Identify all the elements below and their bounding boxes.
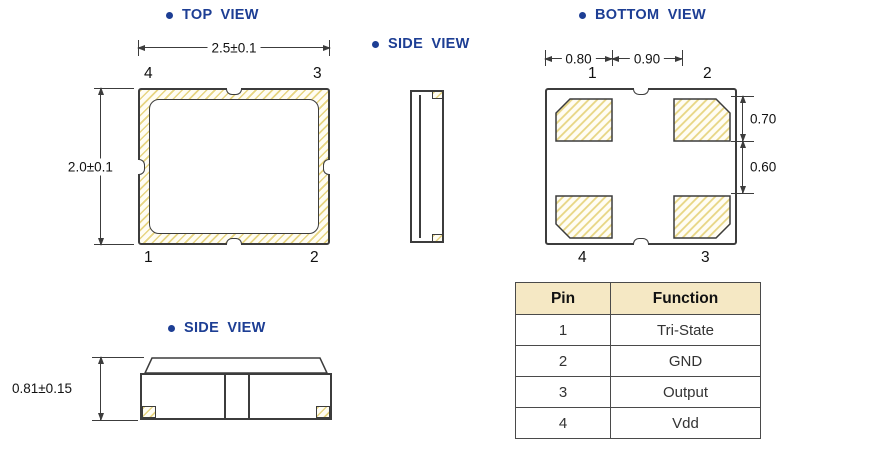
solder-pad xyxy=(432,91,443,99)
top-view-title: TOP VIEW xyxy=(182,7,259,23)
pad-pin1 xyxy=(555,98,613,142)
side-view-horizontal-body xyxy=(140,373,332,420)
function-cell: Tri-State xyxy=(610,314,761,346)
dim-bottom-view-pad-height: 0.70 xyxy=(740,95,776,142)
table-row: 2 GND xyxy=(515,345,761,377)
side-view-top-title: SIDE VIEW xyxy=(388,36,470,52)
castellation-notch xyxy=(226,88,242,95)
pin-cell: 3 xyxy=(515,376,611,408)
bottom-view-pin1-label: 1 xyxy=(588,65,597,82)
dim-side-view-height-label: 0.81±0.15 xyxy=(12,381,72,396)
seam-line xyxy=(248,375,250,418)
function-cell: Vdd xyxy=(610,407,761,439)
dim-top-view-height-label: 2.0±0.1 xyxy=(63,158,117,175)
pad-pin3 xyxy=(673,195,731,239)
bottom-view-pin4-label: 4 xyxy=(578,249,587,266)
top-view-label: TOP VIEW xyxy=(166,7,259,23)
castellation-notch xyxy=(323,158,330,175)
solder-pad xyxy=(432,234,443,242)
solder-pad xyxy=(316,406,330,418)
bottom-view-pin3-label: 3 xyxy=(701,249,710,266)
dim-bottom-view-pad-left: 0.80 xyxy=(544,51,613,66)
package-lid xyxy=(144,357,328,374)
extension-line xyxy=(92,357,144,358)
extension-line xyxy=(94,88,134,89)
bullet-icon xyxy=(166,11,173,19)
castellation-notch xyxy=(633,88,649,95)
pad-pin4 xyxy=(555,195,613,239)
pin-cell: 2 xyxy=(515,345,611,377)
top-view-pin1-label: 1 xyxy=(144,249,153,266)
table-row: 3 Output xyxy=(515,376,761,408)
bullet-icon xyxy=(372,40,379,48)
pin-cell: 4 xyxy=(515,407,611,439)
side-view-vertical-body xyxy=(410,90,444,243)
dim-bottom-view-pad-gap: 0.60 xyxy=(740,140,776,194)
bottom-view-title: BOTTOM VIEW xyxy=(595,7,706,23)
side-view-bottom-title: SIDE VIEW xyxy=(184,320,266,336)
pin-function-table: Pin Function 1 Tri-State 2 GND 3 Output … xyxy=(515,282,761,439)
top-view-pin3-label: 3 xyxy=(313,65,322,82)
bottom-view-label: BOTTOM VIEW xyxy=(579,7,706,23)
castellation-notch xyxy=(226,238,242,245)
solder-pad xyxy=(142,406,156,418)
dim-pad-gap-label: 0.60 xyxy=(750,159,777,175)
castellation-notch xyxy=(138,158,145,175)
extension-line xyxy=(94,244,134,245)
dim-pad-right-label: 0.90 xyxy=(629,51,665,66)
top-view-pin4-label: 4 xyxy=(144,65,153,82)
table-row: 4 Vdd xyxy=(515,407,761,439)
dim-top-view-width: 2.5±0.1 xyxy=(137,40,331,55)
dim-side-view-height xyxy=(98,356,104,421)
bullet-icon xyxy=(579,11,586,19)
lid-seam-line xyxy=(419,95,421,238)
side-view-bottom-label: SIDE VIEW xyxy=(168,320,266,336)
top-view-pin2-label: 2 xyxy=(310,249,319,266)
table-header-row: Pin Function xyxy=(515,282,761,315)
side-view-top-label: SIDE VIEW xyxy=(372,36,470,52)
bottom-view-pin2-label: 2 xyxy=(703,65,712,82)
function-cell: Output xyxy=(610,376,761,408)
castellation-notch xyxy=(633,238,649,245)
bottom-view-package-body xyxy=(545,88,737,245)
dim-pad-left-label: 0.80 xyxy=(561,51,596,66)
dim-top-view-height: 2.0±0.1 xyxy=(63,87,117,246)
top-view-package-body xyxy=(138,88,330,245)
extension-line xyxy=(92,420,138,421)
pin-column-header: Pin xyxy=(515,282,611,315)
seam-line xyxy=(224,375,226,418)
dim-top-view-width-label: 2.5±0.1 xyxy=(207,40,261,55)
function-cell: GND xyxy=(610,345,761,377)
pin-cell: 1 xyxy=(515,314,611,346)
function-column-header: Function xyxy=(610,282,761,315)
table-row: 1 Tri-State xyxy=(515,314,761,346)
pad-pin2 xyxy=(673,98,731,142)
bullet-icon xyxy=(168,324,175,332)
top-view-cavity xyxy=(149,99,319,234)
dim-pad-height-label: 0.70 xyxy=(750,111,777,126)
dim-bottom-view-pad-right: 0.90 xyxy=(611,51,683,66)
